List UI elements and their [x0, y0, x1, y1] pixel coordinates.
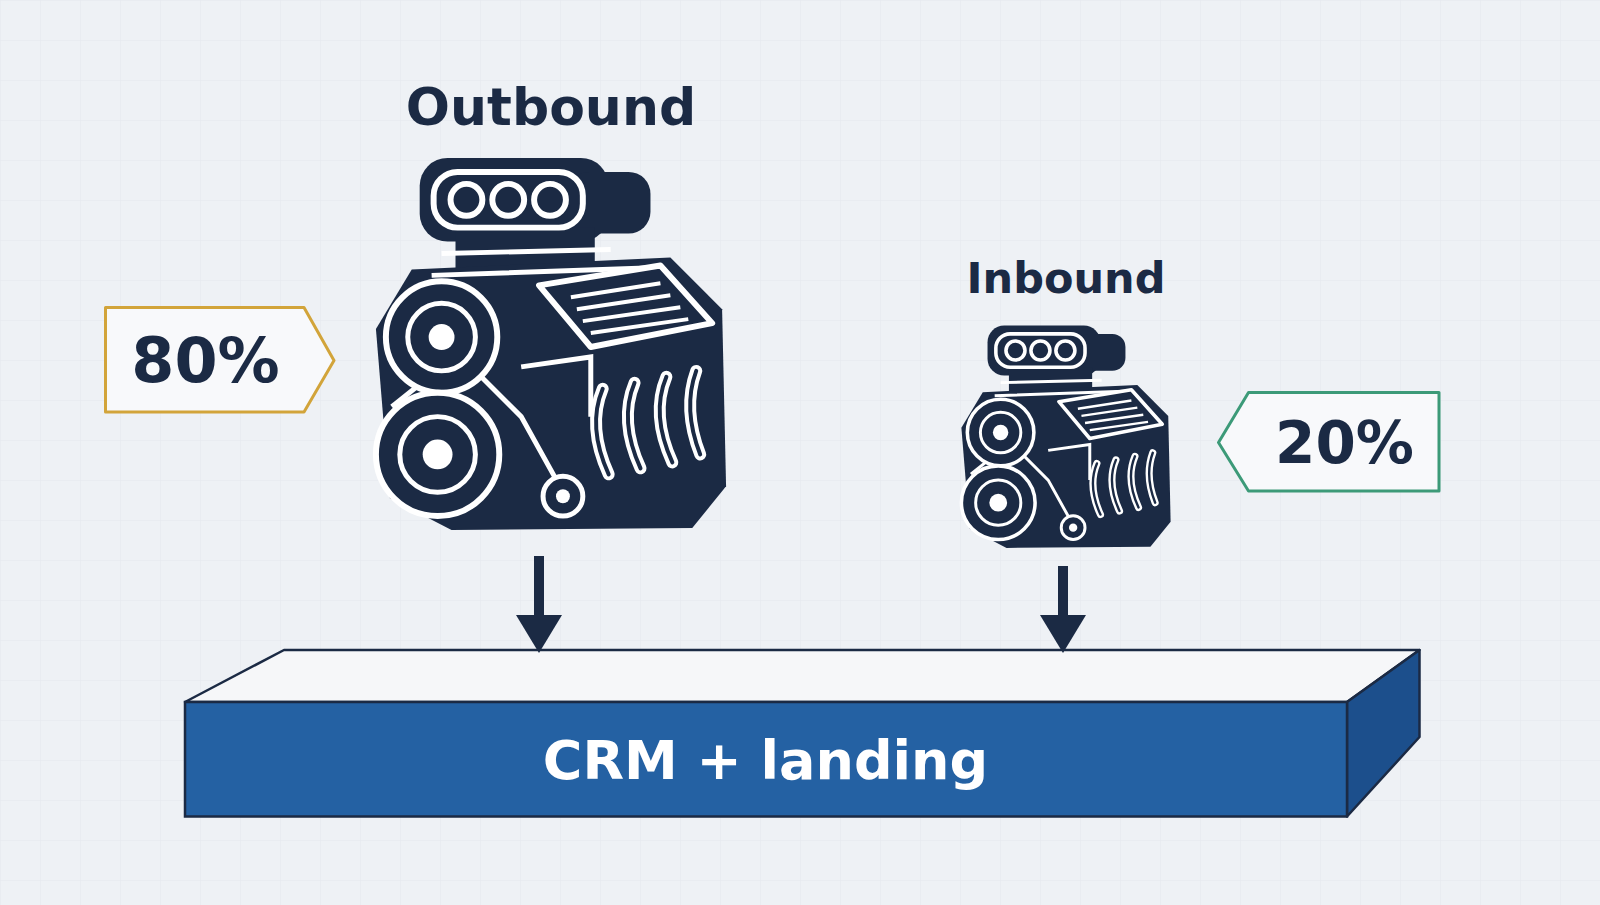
- share-value: 80%: [104, 306, 307, 415]
- channel-heading: Outbound: [307, 77, 795, 137]
- platform-band: CRM + landing: [184, 649, 1421, 818]
- flow-arrow: [534, 556, 544, 641]
- share-tag: 20%: [1217, 391, 1442, 494]
- channel-heading: Inbound: [899, 253, 1233, 303]
- engine-node: Inbound: [959, 253, 1173, 566]
- engine-node: Outbound: [367, 77, 735, 556]
- flow-arrow: [1058, 566, 1068, 641]
- share-tag: 80%: [104, 306, 337, 415]
- engine-icon: [367, 77, 735, 556]
- share-value: 20%: [1247, 391, 1442, 494]
- band-label: CRM + landing: [184, 702, 1347, 818]
